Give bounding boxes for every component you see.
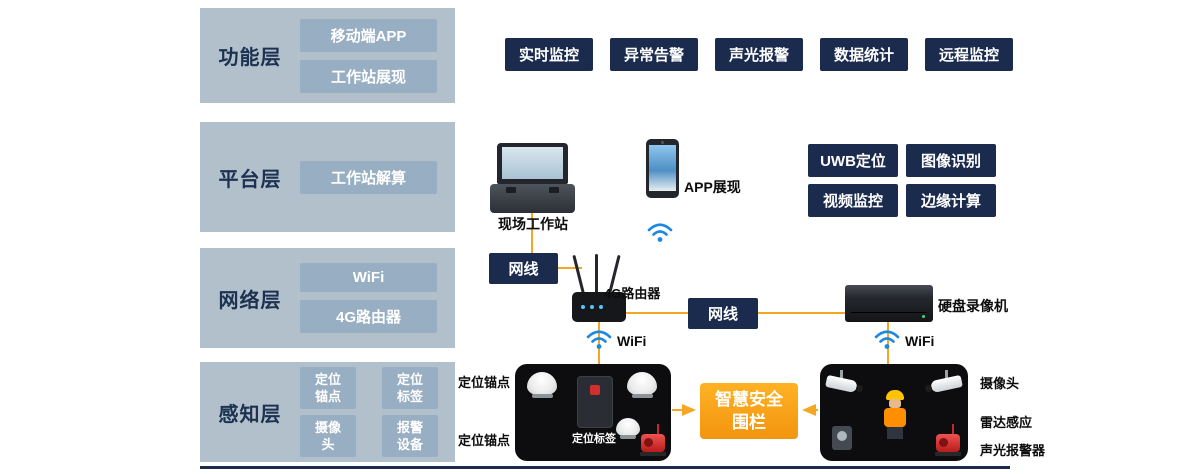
platform-chip-edge-computing: 边缘计算	[906, 184, 996, 217]
worker-legs	[887, 427, 903, 439]
smart-safety-fence-box: 智慧安全围栏	[700, 383, 798, 439]
cable-chip-1: 网线	[489, 253, 558, 284]
anchor-dome-icon	[527, 372, 557, 398]
workstation-screen	[497, 143, 568, 184]
anchor-dome-icon	[627, 372, 657, 398]
phone-screen	[649, 145, 676, 191]
chip-4g-router: 4G路由器	[300, 300, 437, 333]
field-workstation-image	[490, 143, 575, 213]
siren-antenna	[657, 424, 659, 435]
dvr-wifi-label: WiFi	[905, 333, 935, 349]
dvr-image	[845, 285, 933, 322]
chip-position-anchor: 定位锚点	[300, 367, 356, 409]
worker-vest	[884, 408, 906, 427]
siren-horn	[644, 438, 653, 447]
chip-alarm-device: 报警设备	[382, 415, 438, 457]
dvr-label: 硬盘录像机	[938, 298, 1008, 314]
router-body	[572, 292, 626, 322]
wifi-icon	[647, 223, 673, 242]
layer-label-perception: 感知层	[218, 403, 282, 426]
worker-face	[889, 399, 901, 408]
camera-body	[930, 374, 963, 394]
layer-label-function: 功能层	[218, 47, 282, 69]
chip-wifi: WiFi	[300, 263, 437, 292]
anchor-label-top: 定位锚点	[458, 375, 511, 390]
position-tag-label: 定位标签	[572, 433, 616, 445]
siren-antenna	[952, 424, 954, 435]
layer-chips-network: WiFi 4G路由器	[300, 248, 455, 348]
function-chip-sound-light-alarm: 声光报警	[715, 38, 803, 71]
layer-band-network: 网络层 WiFi 4G路由器	[200, 248, 455, 348]
siren-icon	[640, 424, 666, 456]
workstation-display	[502, 147, 563, 179]
siren-icon	[935, 424, 961, 456]
platform-chip-image-recognition: 图像识别	[906, 144, 996, 177]
function-chip-realtime-monitor: 实时监控	[505, 38, 593, 71]
workstation-case	[490, 184, 575, 213]
camera-body	[825, 374, 858, 394]
chip-workstation-solver: 工作站解算	[300, 160, 437, 194]
router-image	[572, 250, 668, 322]
siren-label: 声光报警器	[980, 443, 1046, 458]
chip-workstation-display: 工作站展现	[300, 59, 437, 93]
layer-band-perception: 感知层 定位锚点 定位标签 摄像头 报警设备	[200, 362, 455, 462]
phone-camera-dot	[661, 141, 664, 144]
radar-sensor-icon	[832, 426, 852, 450]
smart-safety-fence-label: 智慧安全围栏	[715, 390, 783, 432]
wifi-icon	[586, 330, 612, 349]
camera-lens	[856, 385, 863, 392]
router-wifi-label: WiFi	[617, 333, 647, 349]
platform-chip-video-monitor: 视频监控	[808, 184, 898, 217]
chip-position-tag: 定位标签	[382, 367, 438, 409]
chip-mobile-app: 移动端APP	[300, 18, 437, 52]
camera-lens	[925, 385, 932, 392]
radar-label: 雷达感应	[980, 415, 1033, 430]
function-chip-data-statistics: 数据统计	[820, 38, 908, 71]
cctv-camera-icon	[825, 370, 864, 396]
case-latch	[506, 187, 516, 193]
camera-sensor-box	[820, 364, 968, 461]
cctv-camera-icon	[924, 370, 963, 396]
camera-label: 摄像头	[980, 376, 1020, 391]
bottom-divider	[200, 466, 1010, 469]
layer-chips-function: 移动端APP 工作站展现	[300, 8, 455, 103]
siren-base	[935, 452, 961, 456]
layer-band-platform: 平台层 工作站解算	[200, 122, 455, 232]
anchor-dome-icon	[616, 418, 640, 439]
layer-label-platform: 平台层	[218, 168, 282, 191]
wifi-icon	[874, 330, 900, 349]
platform-chip-uwb-positioning: UWB定位	[808, 144, 898, 177]
layer-chips-perception: 定位锚点 定位标签 摄像头 报警设备	[300, 362, 455, 462]
siren-horn	[939, 438, 948, 447]
app-label: APP展现	[684, 179, 741, 195]
layer-chips-platform: 工作站解算	[300, 122, 455, 232]
case-latch	[549, 187, 559, 193]
position-tag-device-icon	[577, 376, 613, 428]
cable-chip-2: 网线	[688, 298, 758, 329]
router-antenna	[572, 254, 585, 295]
anchor-label-bottom: 定位锚点	[458, 433, 511, 448]
worker-icon	[882, 390, 908, 440]
phone-image	[646, 139, 679, 198]
camera-mount	[840, 370, 843, 379]
siren-base	[640, 452, 666, 456]
router-antenna	[595, 254, 598, 294]
function-chip-remote-monitor: 远程监控	[925, 38, 1013, 71]
layer-label-network: 网络层	[218, 289, 282, 312]
field-workstation-label: 现场工作站	[498, 216, 568, 232]
positioning-sensor-box: 定位标签	[515, 364, 671, 461]
worker-helmet	[886, 390, 904, 400]
function-chip-anomaly-alert: 异常告警	[610, 38, 698, 71]
chip-camera: 摄像头	[300, 415, 356, 457]
layer-band-function: 功能层 移动端APP 工作站展现	[200, 8, 455, 103]
router-label: 4G路由器	[604, 286, 661, 301]
